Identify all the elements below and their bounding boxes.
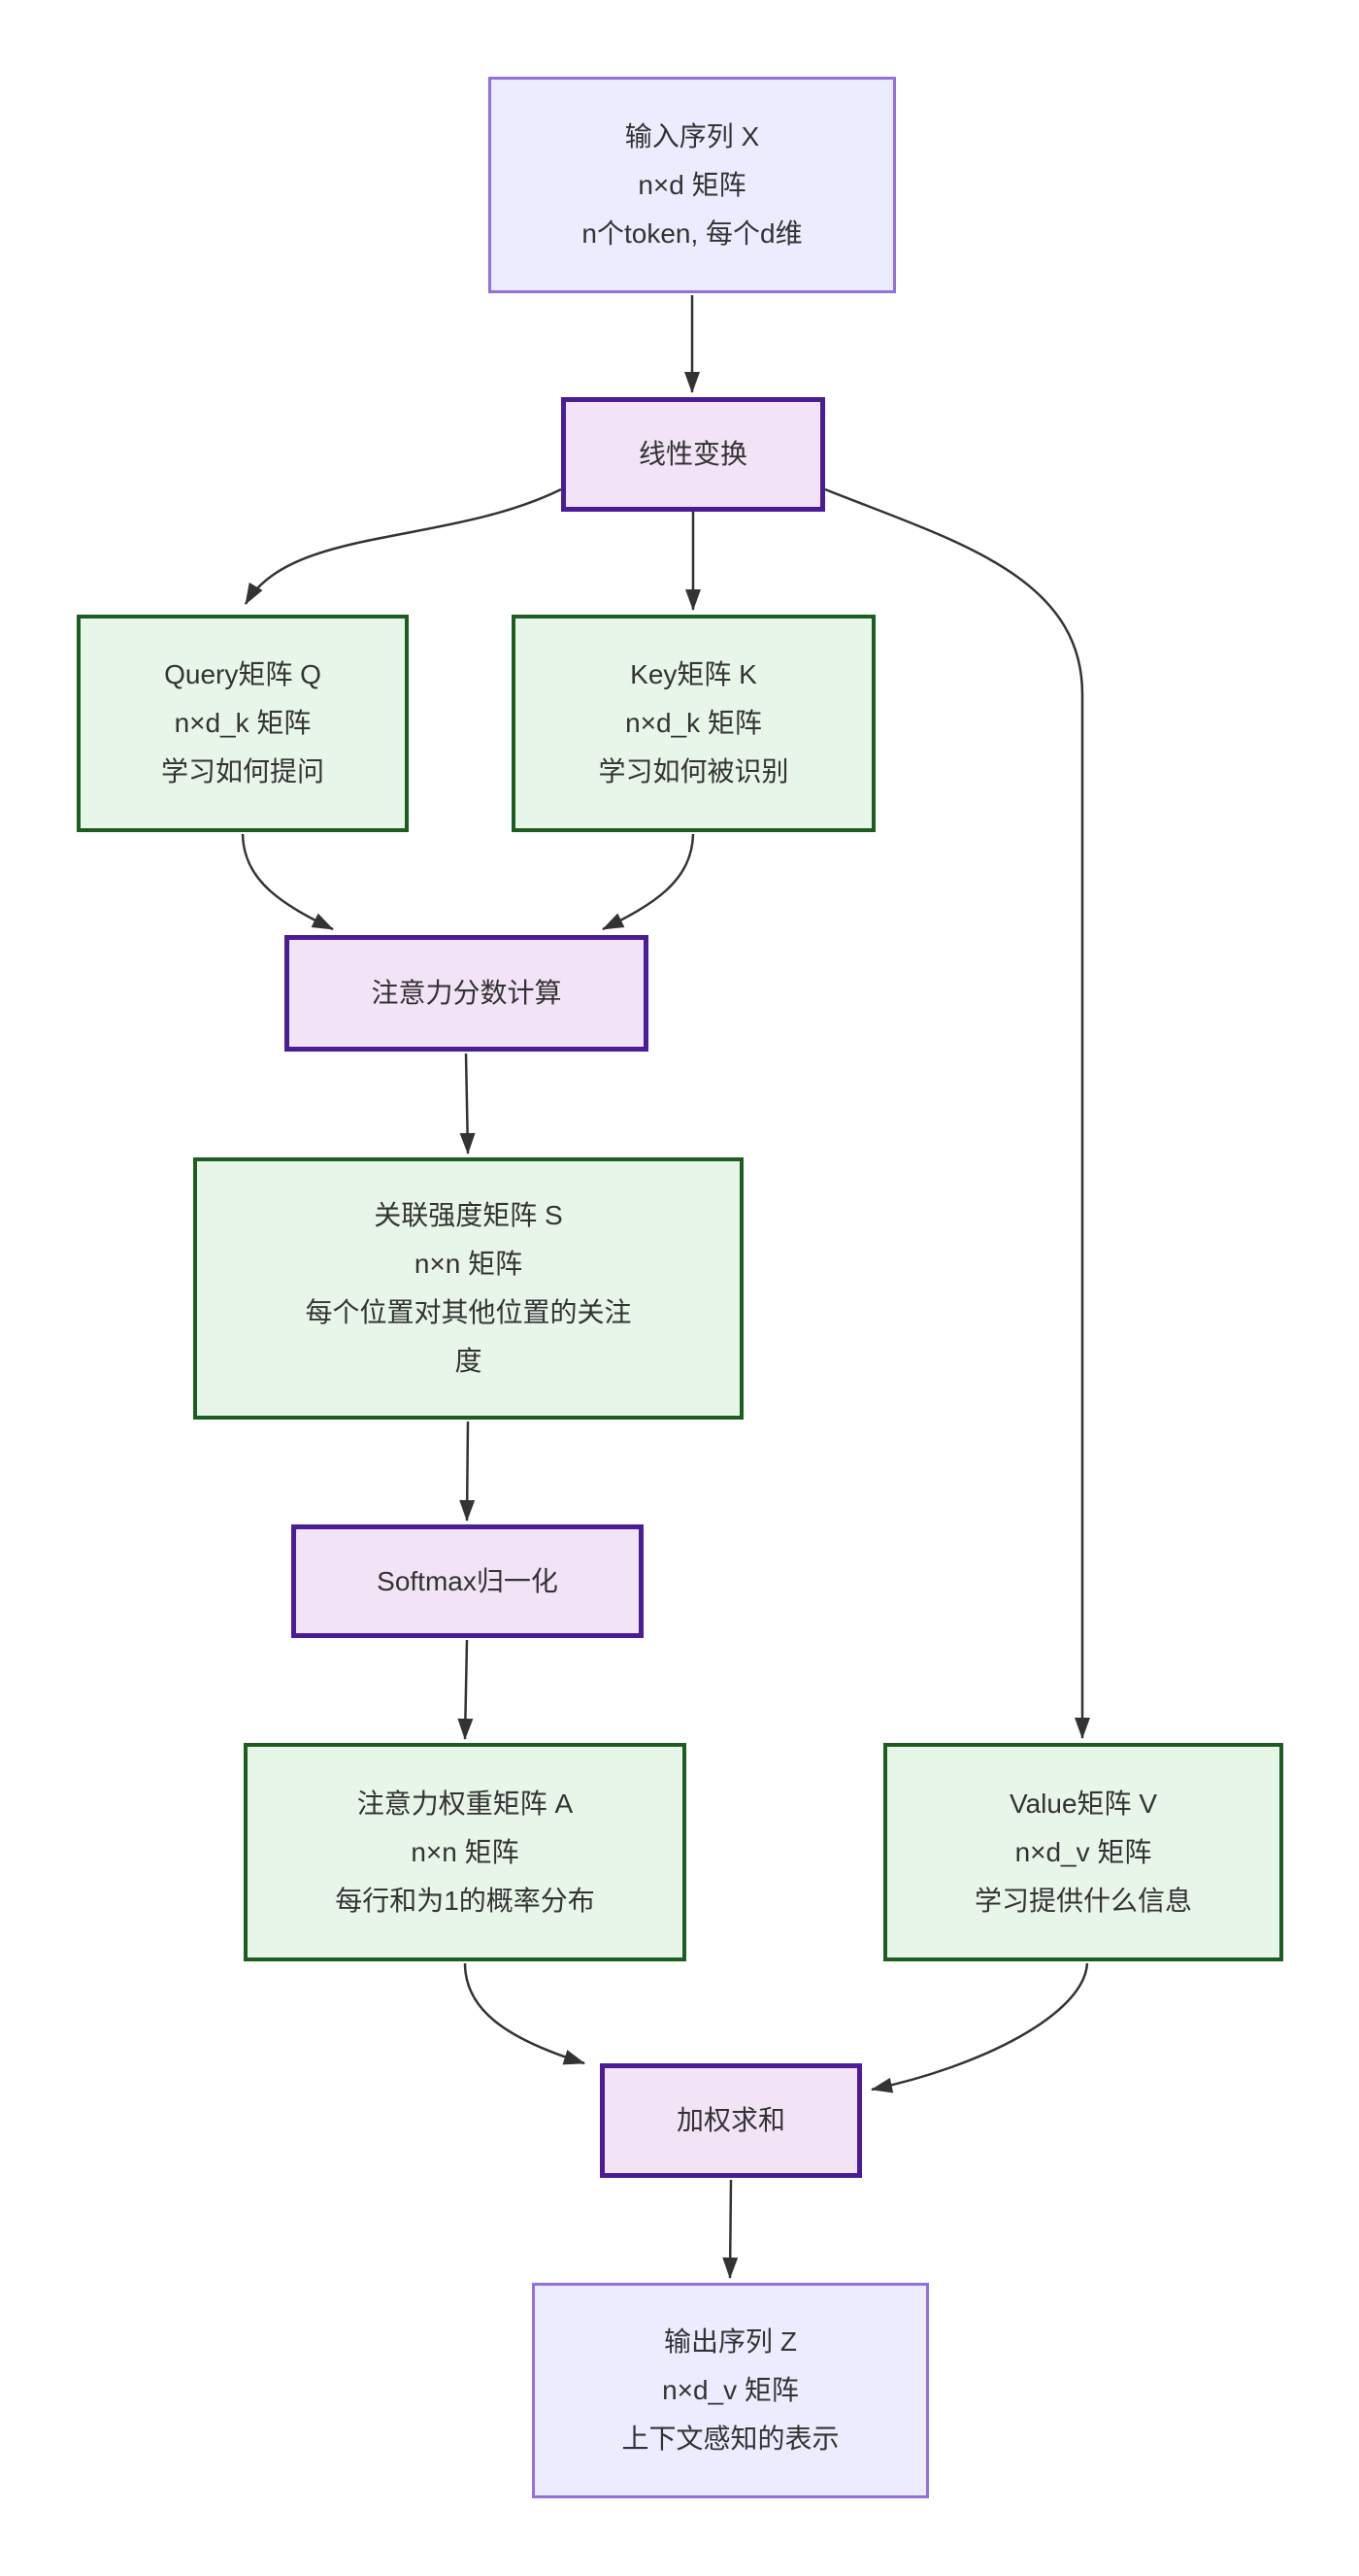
node-title: 注意力分数计算: [371, 978, 562, 1008]
edge-softmax-to-amatrix: [457, 1639, 474, 1740]
node-softmax-normalize: Softmax归一化: [291, 1524, 644, 1638]
node-title: 注意力权重矩阵 A: [356, 1788, 574, 1819]
node-desc: 上下文感知的表示: [621, 2424, 840, 2454]
node-input-sequence-x: 输入序列 X n×d 矩阵 n个token, 每个d维: [488, 77, 896, 293]
node-shape: n×n 矩阵: [411, 1836, 519, 1867]
node-title: Softmax归一化: [377, 1565, 558, 1596]
node-attention-weight-matrix-a: 注意力权重矩阵 A n×n 矩阵 每行和为1的概率分布: [244, 1743, 686, 1961]
node-title: 加权求和: [676, 2105, 785, 2135]
node-title: Value矩阵 V: [1010, 1788, 1157, 1819]
node-title: 输入序列 X: [624, 120, 760, 151]
node-title: 关联强度矩阵 S: [374, 1200, 563, 1230]
node-desc: 每个位置对其他位置的关注度: [305, 1297, 632, 1376]
node-title: Key矩阵 K: [630, 659, 757, 689]
edge-key-to-attnscore: [602, 833, 695, 931]
node-output-sequence-z: 输出序列 Z n×d_v 矩阵 上下文感知的表示: [532, 2283, 929, 2498]
node-title: 线性变换: [638, 439, 747, 469]
edge-amatrix-to-weightedsum: [463, 1962, 585, 2065]
node-title: 输出序列 Z: [664, 2326, 797, 2357]
node-desc: 学习如何被识别: [598, 756, 789, 786]
edge-smatrix-to-softmax: [459, 1421, 476, 1522]
edge-linear-to-value: [824, 487, 1090, 1739]
node-shape: n×d_v 矩阵: [1014, 1836, 1152, 1867]
edge-linear-to-query: [244, 487, 562, 605]
edge-weightedsum-to-output: [722, 2179, 739, 2279]
node-attention-score-calc: 注意力分数计算: [284, 935, 648, 1052]
node-key-matrix-k: Key矩阵 K n×d_k 矩阵 学习如何被识别: [512, 615, 876, 832]
node-weighted-sum: 加权求和: [600, 2063, 862, 2178]
node-desc: n个token, 每个d维: [581, 217, 803, 249]
node-strength-matrix-s: 关联强度矩阵 S n×n 矩阵 每个位置对其他位置的关注度: [193, 1157, 744, 1420]
node-value-matrix-v: Value矩阵 V n×d_v 矩阵 学习提供什么信息: [883, 1743, 1283, 1961]
node-linear-transform: 线性变换: [561, 397, 825, 512]
node-desc: 每行和为1的概率分布: [335, 1885, 595, 1916]
edge-attnscore-to-smatrix: [459, 1053, 476, 1154]
node-query-matrix-q: Query矩阵 Q n×d_k 矩阵 学习如何提问: [77, 615, 409, 832]
node-desc: 学习提供什么信息: [974, 1885, 1192, 1916]
node-shape: n×d_k 矩阵: [174, 708, 312, 738]
node-desc: 学习如何提问: [160, 756, 324, 786]
node-title: Query矩阵 Q: [164, 659, 321, 689]
node-shape: n×n 矩阵: [414, 1249, 523, 1279]
node-shape: n×d_k 矩阵: [625, 708, 762, 738]
edge-value-to-weightedsum: [871, 1962, 1089, 2093]
edge-query-to-attnscore: [241, 833, 334, 931]
node-shape: n×d 矩阵: [638, 169, 746, 200]
node-shape: n×d_v 矩阵: [662, 2375, 799, 2405]
